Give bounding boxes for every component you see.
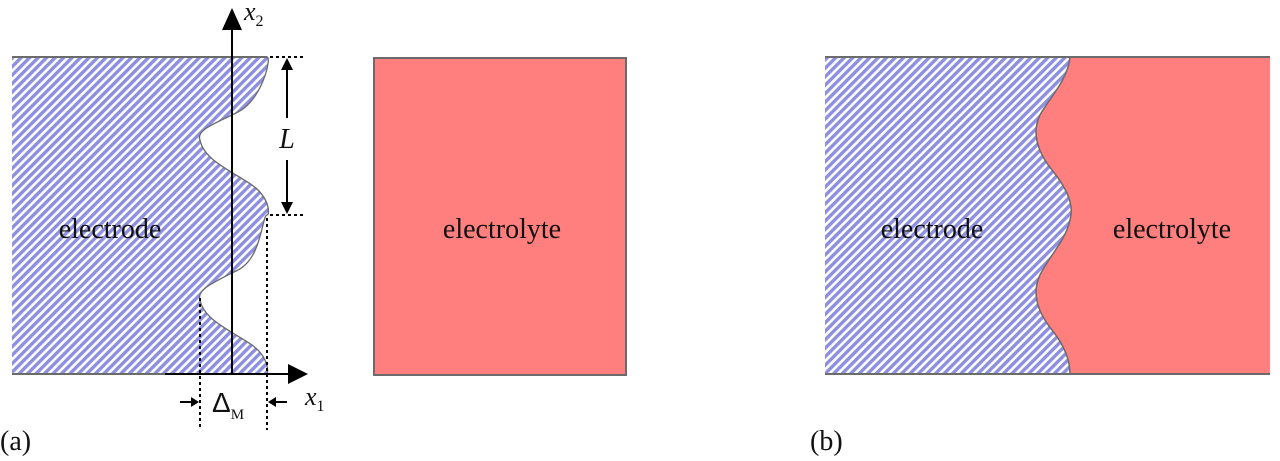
electrolyte-label-a: electrolyte (443, 214, 561, 245)
x2-axis-arrowhead-icon (222, 8, 242, 30)
panel-b: electrode electrolyte (b) (810, 56, 1270, 457)
period-label: L (278, 124, 295, 155)
panel-a-label: (a) (0, 426, 31, 457)
electrode-region-a (12, 57, 269, 374)
electrolyte-label-b: electrolyte (1113, 214, 1231, 245)
period-arrowhead-up-icon (281, 58, 293, 70)
electrolyte-region-a (373, 57, 627, 376)
electrode-label-b: electrode (881, 214, 984, 245)
amplitude-arrowhead-left-icon (268, 397, 276, 407)
amplitude-label: ΔM (212, 387, 244, 423)
interface-curve-b (1035, 56, 1072, 375)
amplitude-arrowhead-right-icon (191, 397, 199, 407)
electrode-region-b (825, 57, 1072, 374)
electrode-label-a: electrode (59, 214, 162, 245)
interface-curve-a (198, 56, 270, 375)
period-arrowhead-down-icon (281, 202, 293, 214)
panel-a: x2 x1 L ΔM electrode electrolyte (a) (0, 0, 627, 457)
panel-b-label: (b) (810, 426, 843, 457)
x1-axis-label: x1 (304, 382, 325, 415)
x2-axis-label: x2 (243, 0, 264, 30)
x1-axis-arrowhead-icon (288, 364, 308, 384)
